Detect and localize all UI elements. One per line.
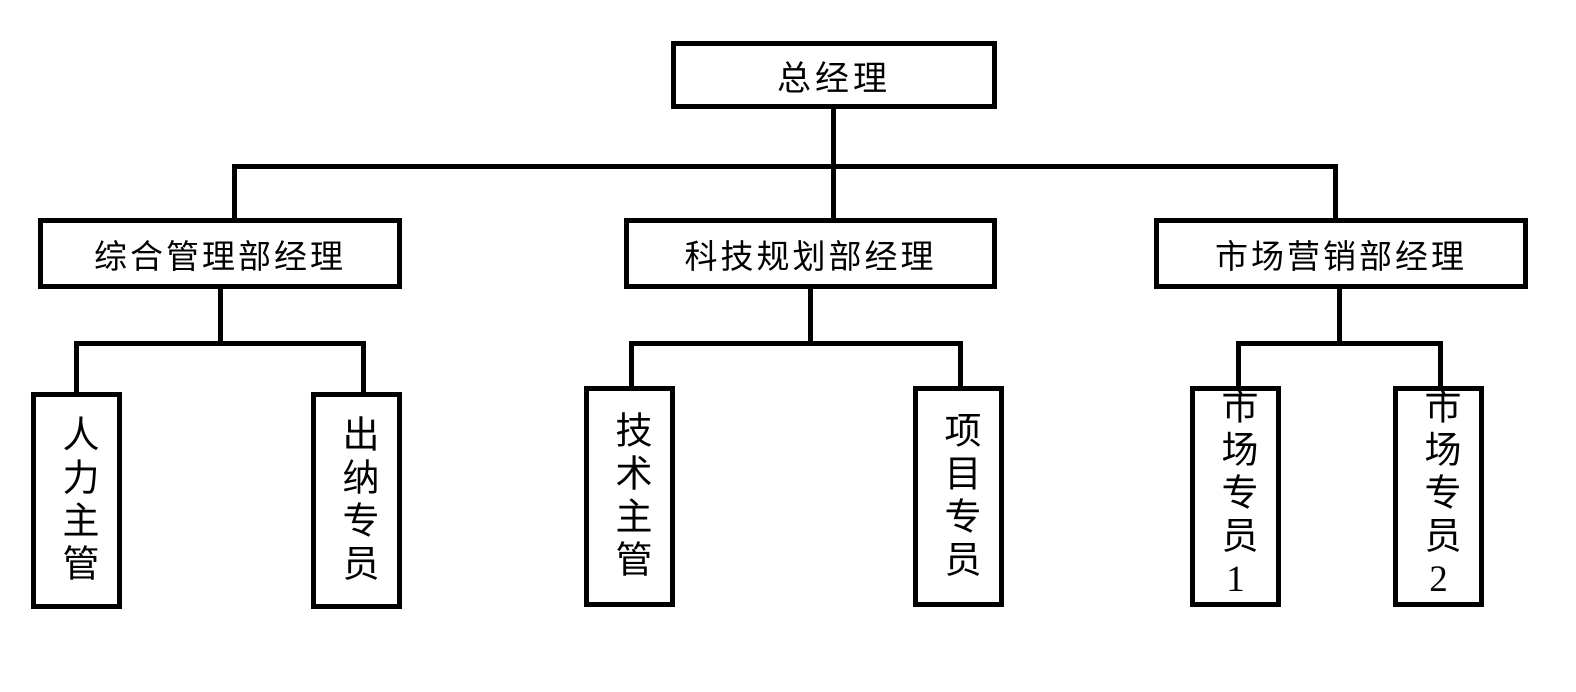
connector-root-bus [232, 164, 1338, 169]
connector-dept2-to-staff-1 [629, 341, 634, 394]
connector-dept3-to-staff-1 [1236, 341, 1241, 394]
node-technical-supervisor[interactable]: 技术主管 [584, 386, 675, 607]
node-marketing-specialist-2[interactable]: 市场专员2 [1393, 386, 1484, 607]
connector-root-to-dept-2 [831, 164, 836, 220]
connector-dept1-to-staff-1 [74, 341, 79, 394]
connector-dept2-to-staff-2 [958, 341, 963, 394]
node-marketing-specialist-1[interactable]: 市场专员1 [1190, 386, 1281, 607]
connector-root-to-dept-1 [232, 164, 237, 220]
connector-dept3-drop [1337, 288, 1342, 345]
node-project-specialist[interactable]: 项目专员 [913, 386, 1004, 607]
node-marketing-dept-manager[interactable]: 市场营销部经理 [1154, 218, 1528, 289]
node-cashier-specialist[interactable]: 出纳专员 [311, 392, 402, 609]
connector-root-drop [831, 108, 836, 169]
connector-dept3-bus [1236, 341, 1443, 346]
node-label-project-specialist: 项目专员 [938, 410, 979, 583]
node-label-technology-planning-dept-manager: 科技规划部经理 [684, 239, 937, 276]
node-general-manager[interactable]: 总经理 [671, 41, 997, 109]
node-hr-supervisor[interactable]: 人力主管 [31, 392, 122, 609]
connector-dept1-to-staff-2 [361, 341, 366, 394]
node-label-technical-supervisor: 技术主管 [609, 410, 650, 583]
connector-dept3-to-staff-2 [1438, 341, 1443, 394]
node-label-marketing-specialist-2: 市场专员2 [1418, 387, 1459, 606]
connector-dept1-drop [218, 288, 223, 345]
node-technology-planning-dept-manager[interactable]: 科技规划部经理 [624, 218, 997, 289]
connector-dept2-drop [808, 288, 813, 345]
node-general-management-dept-manager[interactable]: 综合管理部经理 [38, 218, 402, 289]
connector-dept1-bus [74, 341, 366, 346]
connector-dept2-bus [629, 341, 963, 346]
node-label-hr-supervisor: 人力主管 [56, 414, 97, 587]
node-label-marketing-dept-manager: 市场营销部经理 [1215, 239, 1467, 276]
node-label-marketing-specialist-1: 市场专员1 [1215, 387, 1256, 606]
connector-root-to-dept-3 [1333, 164, 1338, 220]
node-label-general-management-dept-manager: 综合管理部经理 [94, 239, 346, 276]
node-label-cashier-specialist: 出纳专员 [336, 414, 377, 587]
node-label-general-manager: 总经理 [777, 60, 891, 98]
